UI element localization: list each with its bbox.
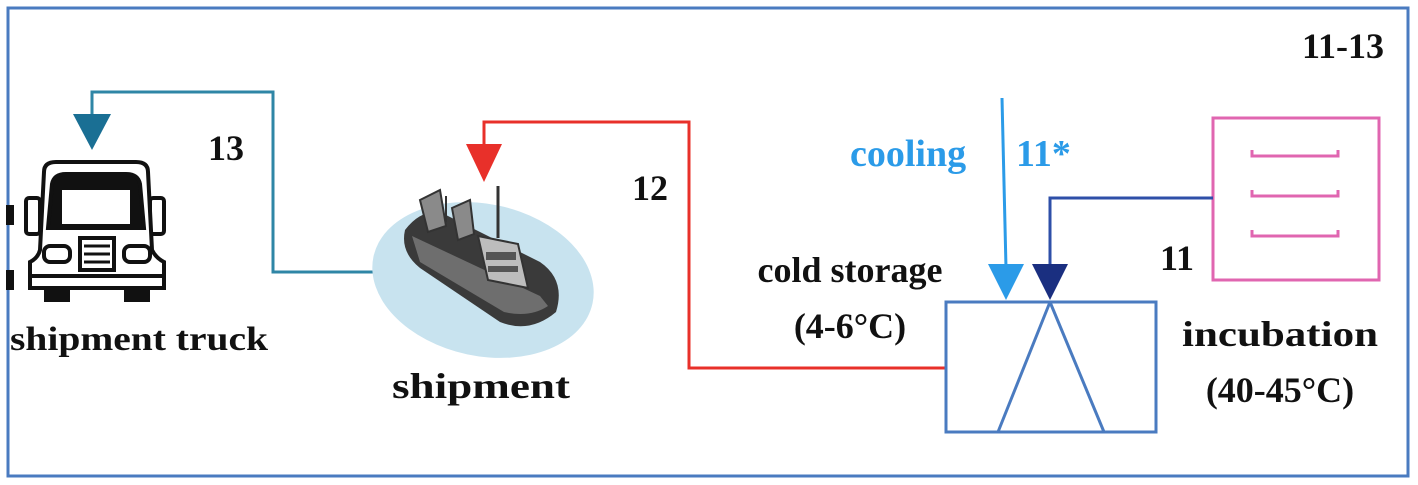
step-12-label: 12 [632, 168, 668, 208]
cooling-arrow-line [1000, 97, 1008, 269]
incubation-arrow-line [1048, 196, 1213, 268]
incubator-icon [1211, 116, 1381, 282]
shipment-label: shipment [392, 366, 570, 406]
panel-label: 11-13 [1302, 26, 1384, 66]
cooling-arrowhead [988, 264, 1024, 300]
cooling-label: cooling [850, 133, 966, 175]
cold-storage-icon [944, 300, 1158, 434]
incubation-temp: (40-45°C) [1206, 370, 1354, 410]
ship-arrowhead [466, 144, 502, 182]
diagram-frame [6, 6, 1410, 478]
truck-arrow-line [90, 90, 380, 274]
step-13-label: 13 [208, 128, 244, 168]
cold-storage-label: cold storage [758, 250, 943, 290]
step-11-label: 11 [1160, 238, 1194, 278]
shipment-truck-label: shipment truck [10, 321, 268, 358]
truck-icon [6, 160, 166, 302]
step-11-star-label: 11* [1016, 133, 1071, 175]
incubation-arrowhead [1032, 264, 1068, 300]
ship-icon [372, 186, 594, 358]
ship-arrow-line [482, 120, 946, 370]
truck-arrowhead [73, 114, 111, 150]
incubation-label: incubation [1182, 314, 1378, 354]
cold-storage-temp: (4-6°C) [794, 306, 906, 346]
